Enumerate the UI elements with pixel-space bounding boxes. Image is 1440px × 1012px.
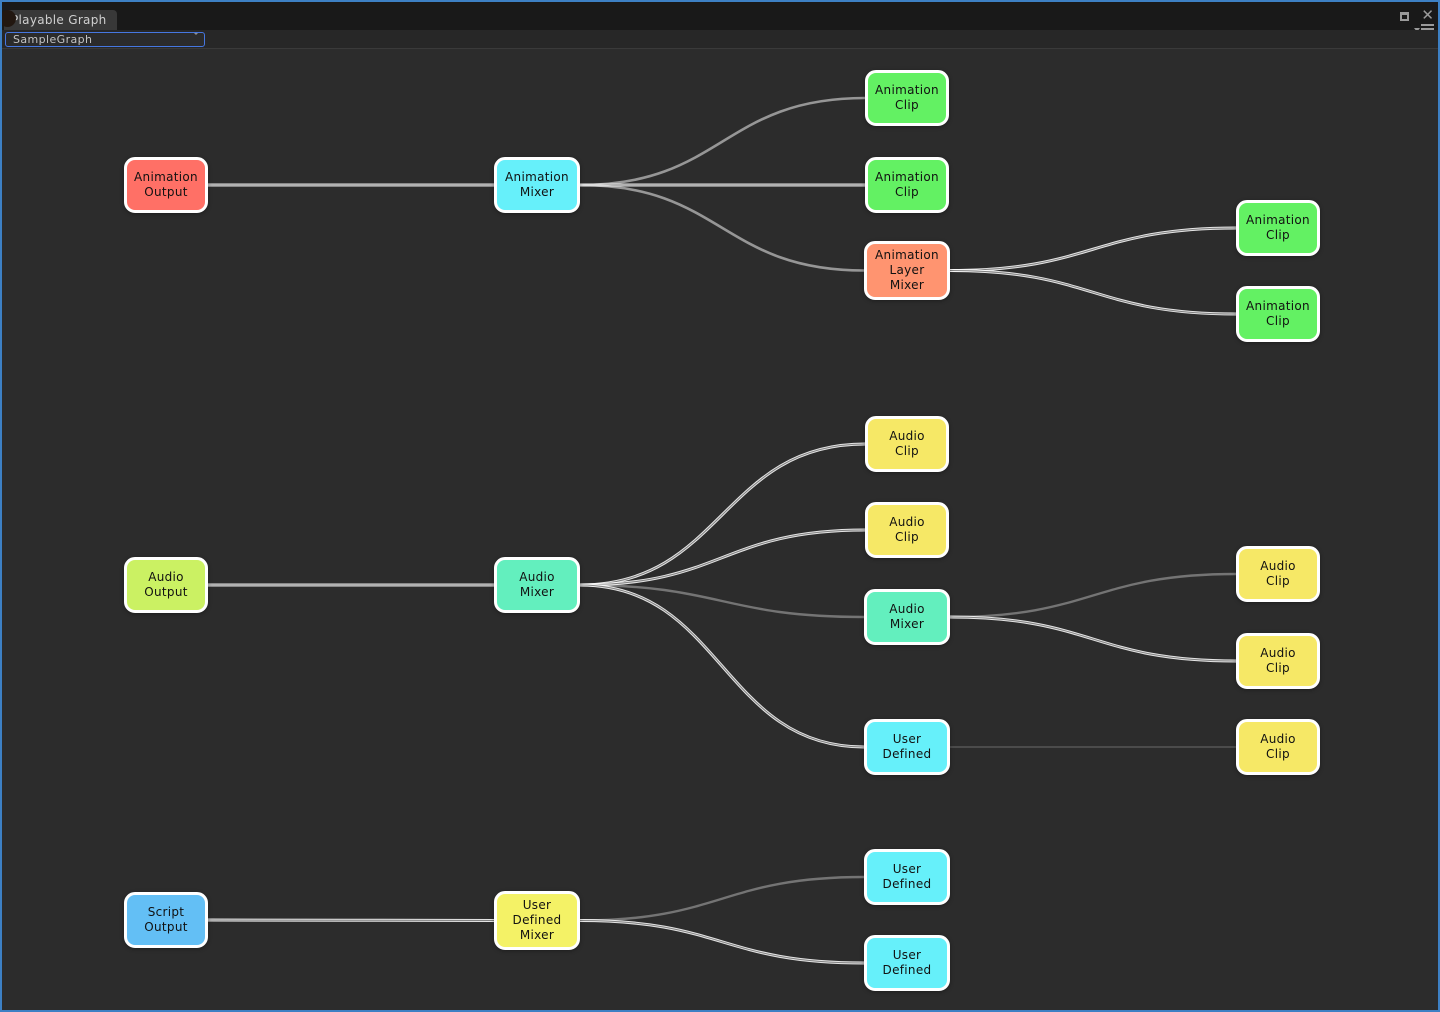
- edge-core: [579, 920, 865, 964]
- node-animation-clip-1[interactable]: Animation Clip: [865, 70, 949, 126]
- tab-playable-graph[interactable]: Playable Graph: [4, 10, 117, 30]
- toolbar: SampleGraph: [2, 30, 1438, 49]
- graph-selector-value: SampleGraph: [13, 33, 93, 46]
- edge-core: [949, 227, 1237, 271]
- node-audio-mixer-2[interactable]: Audio Mixer: [864, 589, 950, 645]
- window-corner-icon: [2, 10, 16, 27]
- close-icon[interactable]: ✕: [1421, 6, 1434, 24]
- node-audio-clip-5[interactable]: Audio Clip: [1236, 719, 1320, 775]
- node-script-output[interactable]: Script Output: [124, 892, 208, 948]
- edge-core: [949, 616, 1237, 662]
- edge-audio-mixer-2-to-audio-clip-3: [948, 572, 1238, 619]
- node-animation-clip-4[interactable]: Animation Clip: [1236, 286, 1320, 342]
- node-user-defined-a[interactable]: User Defined: [864, 719, 950, 775]
- maximize-icon[interactable]: [1400, 12, 1409, 21]
- node-audio-mixer[interactable]: Audio Mixer: [494, 557, 580, 613]
- node-user-defined-mixer[interactable]: User Defined Mixer: [494, 891, 580, 950]
- edge-user-defined-mixer-to-user-defined-1: [578, 875, 866, 922]
- node-audio-clip-2[interactable]: Audio Clip: [865, 502, 949, 558]
- edge-core: [579, 529, 866, 586]
- edge-core: [579, 443, 866, 586]
- edge-animation-mixer-to-animation-layer-mixer: [578, 183, 866, 272]
- edge-animation-mixer-to-animation-clip-1: [578, 96, 867, 187]
- node-user-defined-1[interactable]: User Defined: [864, 849, 950, 905]
- edge-core: [579, 584, 865, 748]
- edge-core: [949, 270, 1237, 315]
- node-user-defined-2[interactable]: User Defined: [864, 935, 950, 991]
- node-animation-layer-mixer[interactable]: Animation Layer Mixer: [864, 241, 950, 300]
- node-animation-mixer[interactable]: Animation Mixer: [494, 157, 580, 213]
- node-animation-clip-3[interactable]: Animation Clip: [1236, 200, 1320, 256]
- node-audio-clip-4[interactable]: Audio Clip: [1236, 633, 1320, 689]
- node-audio-output[interactable]: Audio Output: [124, 557, 208, 613]
- stepper-icon: [187, 33, 199, 46]
- edge-core: [207, 919, 495, 921]
- node-audio-clip-1[interactable]: Audio Clip: [865, 416, 949, 472]
- graph-selector-dropdown[interactable]: SampleGraph: [5, 32, 205, 47]
- node-animation-clip-2[interactable]: Animation Clip: [865, 157, 949, 213]
- titlebar: Playable Graph ✕: [2, 2, 1438, 34]
- node-audio-clip-3[interactable]: Audio Clip: [1236, 546, 1320, 602]
- edge-audio-mixer-to-audio-mixer-2: [578, 583, 866, 619]
- node-animation-output[interactable]: Animation Output: [124, 157, 208, 213]
